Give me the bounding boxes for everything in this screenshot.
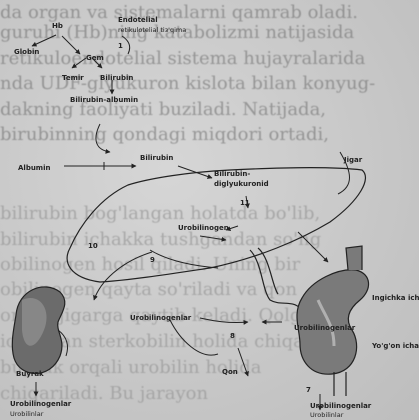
- step-number-8: 8: [230, 332, 235, 340]
- bilirubin-diglyukuronid-label-1: Bilirubin-: [214, 170, 250, 178]
- yogon-ichak-label: Yo'g'on ichak: [371, 342, 419, 350]
- urobilinogen-liver-label: Urobilinogen: [178, 224, 229, 232]
- hb-label: Hb: [52, 22, 63, 30]
- intestine-image: [297, 246, 369, 396]
- bile-duct: [250, 248, 300, 308]
- urobilinogenlar-kidney-label-2: Urobilinlar: [10, 410, 44, 418]
- kidney-image: [12, 287, 67, 374]
- endotelial-label: Endotelial: [118, 16, 158, 24]
- step-number-7: 7: [306, 386, 311, 394]
- flow-arrows: [36, 124, 350, 410]
- buyrak-label: Buyrak: [16, 370, 44, 378]
- step-number-11: 11: [240, 199, 250, 207]
- bilirubin-diglyukuronid-label-2: diglyukuronid: [214, 180, 269, 188]
- globin-label: Globin: [14, 48, 39, 56]
- jigar-label: Jigar: [343, 156, 363, 164]
- step-number-9: 9: [150, 256, 155, 264]
- bilirubin-center-label: Bilirubin: [140, 154, 173, 162]
- albumin-label: Albumin: [18, 164, 51, 172]
- bilirubin-top-label: Bilirubin: [100, 74, 133, 82]
- temir-label: Temir: [62, 74, 84, 82]
- urobilinogen-intestine-label: Urobilinogenlar: [294, 324, 356, 332]
- urobilinogenlar-out-label-2: Urobilinlar: [310, 411, 344, 419]
- step-number-10: 10: [88, 242, 98, 250]
- qon-label: Qon: [222, 368, 238, 376]
- urobilinogenlar-out-label-1: Urobilinogenlar: [310, 402, 372, 410]
- gem-label: Gem: [86, 54, 104, 62]
- urobilinogenlar-mid-label: Urobilinogenlar: [130, 314, 192, 322]
- heme-breakdown-arrows: [32, 35, 130, 94]
- urobilinogenlar-kidney-label-1: Urobilinogenlar: [10, 400, 72, 408]
- endotelial-label-2: retikulotelial tiз'qima: [118, 26, 186, 34]
- ingichka-ichak-label: Ingichka ichak: [372, 294, 419, 302]
- step-number-1: 1: [118, 42, 123, 50]
- bilirubin-albumin-label: Bilirubin-albumin: [70, 96, 138, 104]
